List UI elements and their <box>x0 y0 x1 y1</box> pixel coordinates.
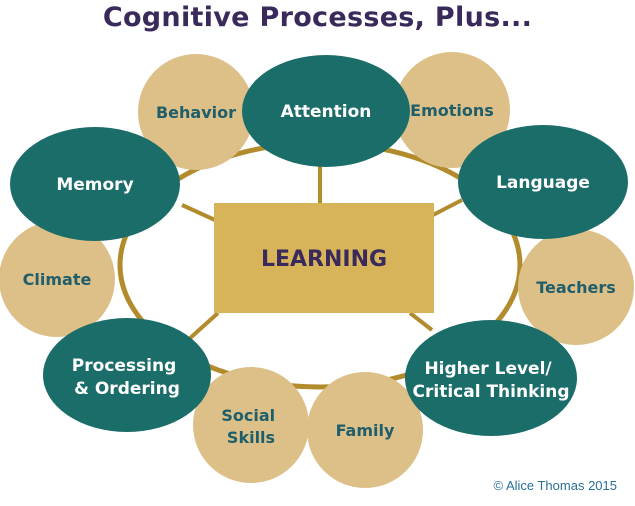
node-memory-label: Memory <box>56 175 133 195</box>
spoke-memory <box>181 203 216 222</box>
node-teachers: Teachers <box>518 229 634 345</box>
node-attention: Attention <box>242 55 410 167</box>
spoke-processing <box>186 311 220 342</box>
node-attention-label: Attention <box>281 102 372 122</box>
node-climate: Climate <box>0 221 115 337</box>
node-family: Family <box>307 372 423 488</box>
copyright: © Alice Thomas 2015 <box>493 478 617 493</box>
spoke-language <box>432 198 463 217</box>
node-language-label: Language <box>496 173 590 193</box>
spoke-higher-level <box>408 311 434 332</box>
center-learning-label: LEARNING <box>261 247 387 272</box>
node-emotions: Emotions <box>394 52 510 168</box>
page-title: Cognitive Processes, Plus... <box>102 2 533 33</box>
node-behavior: Behavior <box>138 54 254 170</box>
node-processing: Processing & Ordering <box>43 318 211 432</box>
node-social-skills: Social Skills <box>193 367 309 483</box>
center-learning: LEARNING <box>214 203 434 313</box>
node-higher-level-label: Higher Level/ Critical Thinking <box>413 359 570 402</box>
node-memory: Memory <box>10 127 180 241</box>
node-behavior-label: Behavior <box>156 103 236 122</box>
node-teachers-label: Teachers <box>536 278 616 297</box>
node-family-label: Family <box>336 421 395 440</box>
node-language: Language <box>458 125 628 239</box>
node-processing-label: Processing & Ordering <box>72 356 182 399</box>
node-climate-label: Climate <box>23 270 92 289</box>
node-social-skills-label: Social Skills <box>221 406 280 447</box>
node-emotions-label: Emotions <box>410 101 494 120</box>
node-higher-level: Higher Level/ Critical Thinking <box>405 320 577 436</box>
